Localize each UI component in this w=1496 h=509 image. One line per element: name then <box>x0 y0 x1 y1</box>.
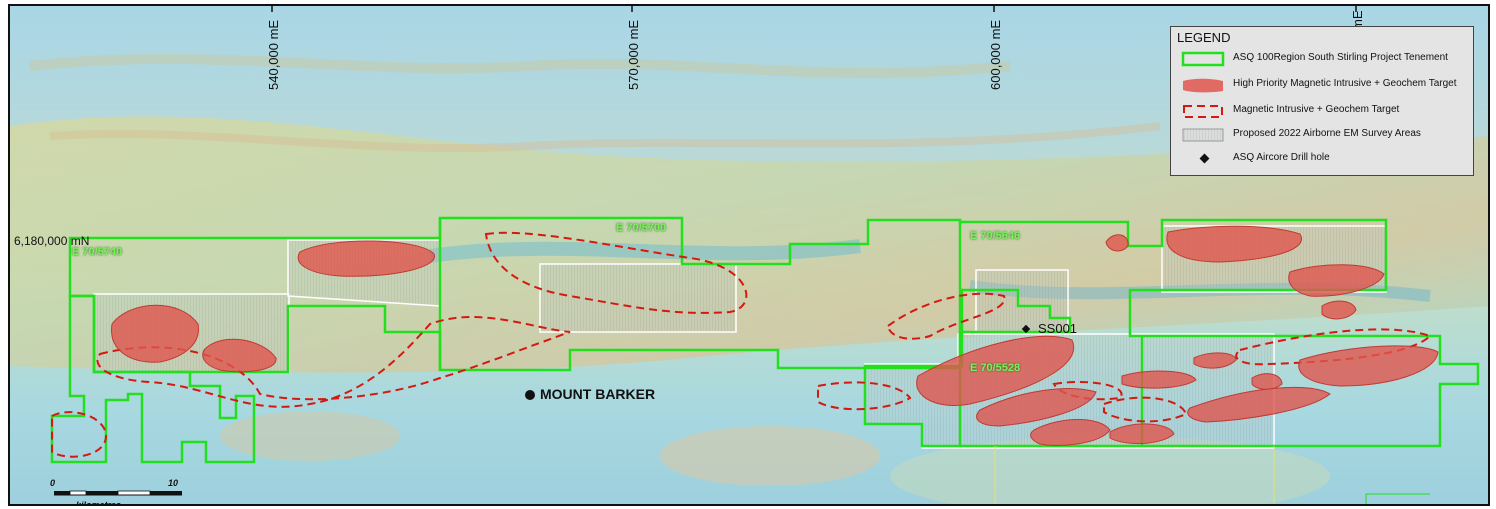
high-priority-target[interactable] <box>202 338 277 373</box>
legend-label: Proposed 2022 Airborne EM Survey Areas <box>1233 128 1421 139</box>
easting-label: 600,000 mE <box>988 19 1003 90</box>
high-priority-target[interactable] <box>1121 370 1197 389</box>
dashed-target[interactable] <box>817 381 912 411</box>
scale-unit-label: kilometres <box>76 500 122 506</box>
high-priority-target[interactable] <box>111 304 199 363</box>
high-priority-target[interactable] <box>1166 225 1303 263</box>
legend-item: Proposed 2022 Airborne EM Survey Areas <box>1171 125 1471 145</box>
high-priority-target[interactable] <box>916 335 1075 407</box>
survey-area[interactable] <box>539 263 737 333</box>
terrain-patch <box>660 426 880 486</box>
dashed-target[interactable] <box>1103 396 1188 423</box>
survey-area[interactable] <box>975 269 1069 333</box>
town-marker[interactable] <box>525 390 535 400</box>
legend-label: ASQ 100Region South Stirling Project Ten… <box>1233 52 1448 63</box>
legend-item: ASQ Aircore Drill hole <box>1171 149 1471 169</box>
dashed-target[interactable] <box>886 292 1006 340</box>
legend-item: Magnetic Intrusive + Geochem Target <box>1171 101 1471 121</box>
legend-label: ASQ Aircore Drill hole <box>1233 152 1330 163</box>
grey-hatched-box-icon <box>1182 128 1224 142</box>
drill-hole-label: SS001 <box>1038 321 1078 336</box>
black-diamond-icon <box>1199 153 1210 164</box>
tenement-label: E 70/5740 <box>72 246 123 258</box>
high-priority-target[interactable] <box>1298 345 1439 387</box>
legend: LEGEND ASQ 100Region South Stirling Proj… <box>1170 26 1474 176</box>
map-frame[interactable]: 540,000 mE 570,000 mE 600,000 mE mE 6,18… <box>8 4 1490 506</box>
high-priority-target[interactable] <box>1187 386 1331 423</box>
faint-green-line <box>1365 493 1430 504</box>
terrain-ridge <box>49 122 1161 153</box>
scale-bar: 0 10 kilometres <box>50 478 184 506</box>
terrain-ridge <box>29 53 1011 79</box>
tenement-label: E 70/5528 <box>970 362 1021 374</box>
high-priority-target[interactable] <box>1193 352 1237 369</box>
dashed-target[interactable] <box>96 316 571 408</box>
high-priority-target[interactable] <box>976 388 1097 427</box>
dashed-target[interactable] <box>484 231 748 314</box>
terrain-patch <box>220 411 400 461</box>
high-priority-target[interactable] <box>1251 373 1283 390</box>
tenement-label: E 70/5700 <box>616 222 667 234</box>
red-filled-blob-icon <box>1183 78 1223 93</box>
legend-title: LEGEND <box>1177 30 1231 45</box>
legend-item: High Priority Magnetic Intrusive + Geoch… <box>1171 75 1471 95</box>
legend-label: High Priority Magnetic Intrusive + Geoch… <box>1233 78 1457 89</box>
high-priority-target[interactable] <box>1109 423 1175 445</box>
red-dashed-outline-icon <box>1183 105 1223 118</box>
high-priority-targets <box>111 225 1439 446</box>
legend-item: ASQ 100Region South Stirling Project Ten… <box>1171 49 1471 69</box>
terrain-patch <box>890 436 1330 504</box>
easting-label: 540,000 mE <box>266 19 281 90</box>
dashed-target[interactable] <box>51 411 108 458</box>
tenement-label: E 70/5646 <box>970 230 1021 242</box>
green-outline-rectangle-icon <box>1181 51 1225 67</box>
scale-start-label: 0 <box>50 478 56 488</box>
scale-bar-graphic <box>54 490 182 496</box>
terrain-band <box>10 116 1488 373</box>
legend-label: Magnetic Intrusive + Geochem Target <box>1233 104 1400 115</box>
tenement-boundary[interactable] <box>50 294 256 464</box>
drill-hole-marker[interactable] <box>1021 324 1031 334</box>
high-priority-target[interactable] <box>297 240 435 277</box>
high-priority-target[interactable] <box>1105 234 1129 252</box>
town-label: MOUNT BARKER <box>540 386 656 402</box>
scale-end-label: 10 <box>168 478 179 488</box>
high-priority-target[interactable] <box>1321 300 1357 320</box>
high-priority-target[interactable] <box>1288 264 1385 297</box>
high-priority-target[interactable] <box>1030 419 1111 446</box>
northing-label: 6,180,000 mN <box>14 234 90 248</box>
easting-label: 570,000 mE <box>626 19 641 90</box>
